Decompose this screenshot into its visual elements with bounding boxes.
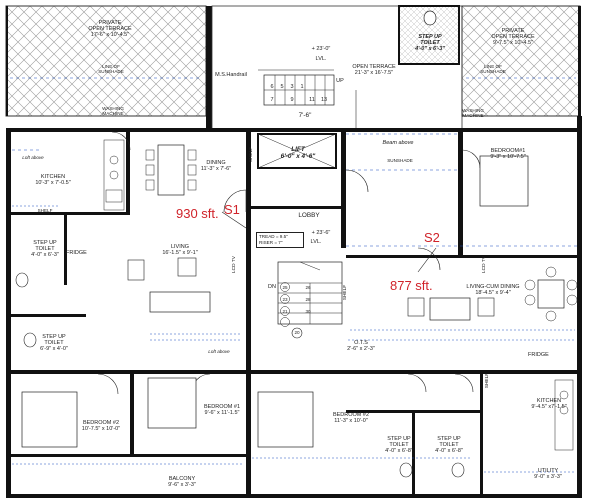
beam-above-label: Beam above <box>382 140 414 146</box>
bedroom1-right-label: BEDROOM#1 9'-3" x 10'-7.5" <box>490 148 526 160</box>
bedroom1-left-label: BEDROOM #1 9'-6" x 11'-1.5" <box>203 404 241 416</box>
terrace-left-hatch <box>5 5 207 117</box>
washing-machine-label-left: WASHING MACHINE <box>102 106 124 116</box>
ots-label: O.T.S 2'-6" x 2'-3" <box>347 340 375 352</box>
open-terrace-label: OPEN TERRACE 21'-3" x 16'-7.5" <box>352 64 396 76</box>
lvl-mid-label: LVL. <box>310 239 322 245</box>
tread-label: TREAD = 9.5" <box>259 234 288 239</box>
loft-above-left-label: Loft above <box>22 155 44 160</box>
step-up-toilet-mid-label: STEP UP TOILET 6'-9" x 4'-0" <box>40 334 68 352</box>
stair-num-b3: 21 <box>282 309 288 314</box>
lcd-tv-right-label: LCD TV <box>481 256 487 273</box>
fridge-left-label: FRIDGE <box>66 250 87 256</box>
stair-num-6: 9 <box>290 97 294 103</box>
stair-num-1: 6 <box>270 84 274 90</box>
stair-num-8: 13 <box>320 97 328 103</box>
dn-label: DN <box>268 284 276 290</box>
dining-label: DINING 11'-3" x 7'-6" <box>200 160 232 172</box>
stair-num-b1: 25 <box>282 285 288 290</box>
sunshade-mid-label: SUNSHADE <box>387 158 413 163</box>
up-label: UP <box>336 78 344 84</box>
level-top-label: + 23'-0" <box>311 46 331 52</box>
bedroom2-mid-label: BEDROOM #2 11'-3" x 10'-0" <box>332 412 370 424</box>
sunshade-line-label-left: LINE OF SUNSHADE <box>98 64 124 74</box>
stair-num-5: 7 <box>270 97 274 103</box>
stair-num-4: 1 <box>300 84 304 90</box>
sunshade-line-label-right: LINE OF SUNSHADE <box>480 64 506 74</box>
unit-s2-name: S2 <box>424 230 440 245</box>
shelf-left-label: SHELF <box>37 208 53 213</box>
balcony-label: BALCONY 9'-6" x 3'-3" <box>168 476 196 488</box>
stair-num-b5: 28 <box>305 297 311 302</box>
unit-s1-area: 930 sft. <box>176 206 219 221</box>
utility-label: UTILITY 9'-0" x 3'-3" <box>534 468 562 480</box>
stair-num-b7: 20 <box>294 330 300 335</box>
lcd-tv-left-label: LCD TV <box>231 256 237 273</box>
level-mid-label: + 23'-6" <box>311 230 331 236</box>
ms-handrail-label: M.S.Handrail <box>215 72 247 78</box>
shelf-right-label: SHELF <box>343 284 349 301</box>
step-up-toilet-b1-label: STEP UP TOILET 4'-0" x 6'-8" <box>385 436 413 454</box>
living-dining-right-label: LIVING-CUM DINING 18'-4.5" x 9'-4" <box>466 284 520 296</box>
stair-num-b6: 30 <box>305 309 311 314</box>
kitchen-right-label: KITCHEN 9'-4.5" x7'-1.5" <box>531 398 567 410</box>
bedroom2-left-label: BEDROOM #2 10'-7.5" x 10'-0" <box>81 420 121 432</box>
terrace-right-hatch <box>461 5 581 117</box>
shelf-core-label: SHELF <box>249 146 255 163</box>
riser-label: RISER = 7" <box>259 240 283 245</box>
step-up-toilet-top-label: STEP UP TOILET 4'-0" x 6'-3" <box>415 34 445 52</box>
stair-num-3: 3 <box>290 84 294 90</box>
stair-num-b2: 23 <box>282 297 288 302</box>
tread-riser-box: TREAD = 9.5" RISER = 7" <box>256 232 304 248</box>
loft-above-mid-label: Loft above <box>208 349 230 354</box>
private-terrace-left-label: PRIVATE OPEN TERRACE 17'-6" x 10'-4.5" <box>88 20 132 38</box>
washing-machine-label-right: WASHING MACHINE <box>462 108 484 118</box>
unit-s2-area: 877 sft. <box>390 278 433 293</box>
landing-label: 7'-6" <box>298 112 312 119</box>
unit-s1-name: S1 <box>224 202 240 217</box>
stair-num-7: 11 <box>309 97 315 103</box>
step-up-toilet-left-label: STEP UP TOILET 4'-0" x 6'-3" <box>31 240 59 258</box>
lobby-label: LOBBY <box>298 212 320 219</box>
fridge-right-label: FRIDGE <box>528 352 549 358</box>
private-terrace-right-label: PRIVATE OPEN TERRACE 9'-7.5" x 10'-4.5" <box>491 28 535 46</box>
kitchen-left-label: KITCHEN 10'-3" x 7'-0.5" <box>35 174 71 186</box>
stair-num-2: 5 <box>280 84 284 90</box>
lift-label: LIFT 6'-0" x 4'-6" <box>280 146 316 160</box>
stair-num-b4: 26 <box>305 285 311 290</box>
step-up-toilet-b2-label: STEP UP TOILET 4'-0" x 6'-8" <box>435 436 463 454</box>
shelf-kitchen-right-label: SHELF <box>485 372 491 389</box>
living-left-label: LIVING 16'-1.5" x 9'-1" <box>162 244 198 256</box>
lvl-top-label: LVL. <box>315 56 327 62</box>
